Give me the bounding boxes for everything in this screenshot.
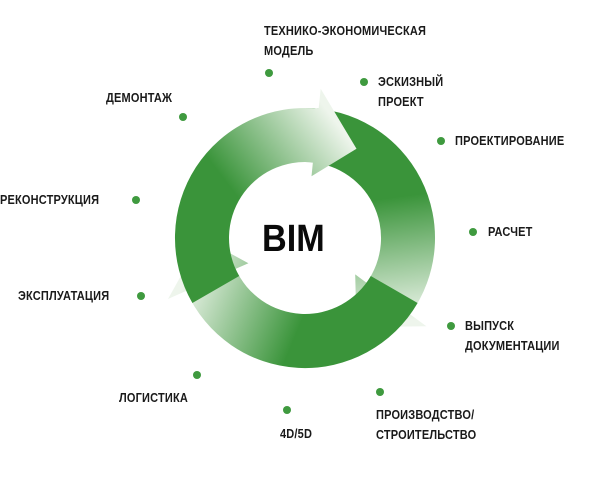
stage-dot xyxy=(132,196,140,204)
stage-construction: ПРОИЗВОДСТВО/СТРОИТЕЛЬСТВО xyxy=(376,408,477,442)
stage-dot xyxy=(265,69,273,77)
stage-dot xyxy=(437,137,445,145)
stage-dot xyxy=(376,388,384,396)
stage-design: ПРОЕКТИРОВАНИЕ xyxy=(455,134,565,148)
stage-demolition: ДЕМОНТАЖ xyxy=(106,91,173,105)
stage-logistics: ЛОГИСТИКА xyxy=(119,391,188,405)
stage-4d-5d: 4D/5D xyxy=(280,427,313,441)
stage-operation: ЭКСПЛУАТАЦИЯ xyxy=(18,289,110,303)
stage-dot xyxy=(447,322,455,330)
bim-center-label: BIM xyxy=(262,218,325,260)
stage-calculation: РАСЧЕТ xyxy=(488,225,533,239)
stage-dot xyxy=(179,113,187,121)
cycle-arrow-1 xyxy=(174,88,357,303)
stage-dot xyxy=(137,292,145,300)
cycle-arrow-2 xyxy=(305,108,436,328)
stage-dot xyxy=(469,228,477,236)
stage-dot xyxy=(360,78,368,86)
stage-reconstruction: РЕКОНСТРУКЦИЯ xyxy=(0,193,100,207)
stage-dot xyxy=(193,371,201,379)
stage-dot xyxy=(283,406,291,414)
